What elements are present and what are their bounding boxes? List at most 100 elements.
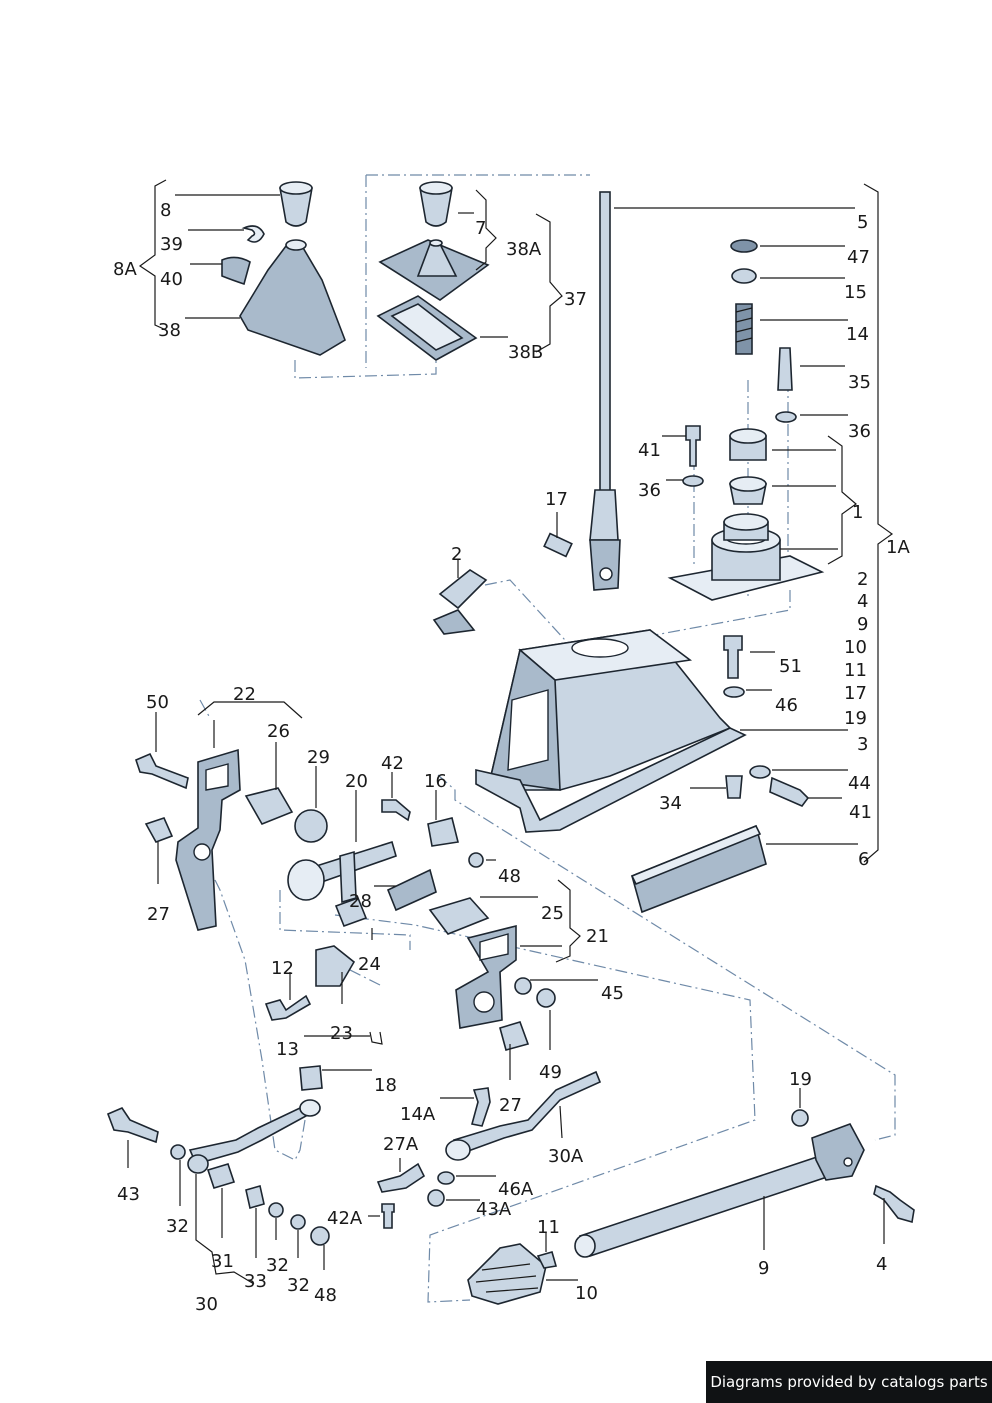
boot-38a [378,239,490,301]
label-1a: 1A [886,537,910,558]
rod-30a [445,1070,602,1161]
label-4: 4 [857,591,868,612]
label-45: 45 [601,983,624,1004]
bushing-27-left [144,817,174,843]
joint-27a [376,1162,426,1193]
label-39: 39 [160,234,183,255]
bushing-27-right [499,1021,530,1051]
gear-knob-7 [419,181,453,227]
label-40: 40 [160,269,183,290]
label-42: 42 [381,753,404,774]
label-15: 15 [844,282,867,303]
label-20: 20 [345,771,368,792]
label-9-lower: 9 [758,1258,769,1279]
washer-15 [731,268,757,284]
label-6: 6 [858,849,869,870]
frame-38b [376,295,478,361]
label-16: 16 [424,771,447,792]
label-32-a: 32 [166,1216,189,1237]
label-3: 3 [857,734,868,755]
bushing-31 [206,1163,236,1189]
bushing-17 [543,532,573,558]
ring-47 [730,239,758,253]
label-14a: 14A [400,1104,436,1125]
label-8: 8 [160,200,171,221]
bolt-41-lower [769,776,810,807]
label-43a: 43A [476,1199,512,1220]
label-13: 13 [276,1039,299,1060]
lever-22 [175,748,241,931]
label-43: 43 [117,1184,140,1205]
clip-23 [369,1031,383,1045]
bolt-12 [264,994,312,1021]
label-25: 25 [541,903,564,924]
spring-14 [735,303,753,355]
washer-44 [749,765,771,779]
washer-46 [723,686,745,698]
label-21: 21 [586,926,609,947]
bushing-26 [244,787,294,826]
label-18: 18 [374,1075,397,1096]
label-42a: 42A [327,1208,363,1229]
shaft-20 [287,840,397,904]
label-10: 10 [844,637,867,658]
bolt-4 [873,1184,915,1224]
nut-48-lower [310,1226,330,1246]
label-24: 24 [358,954,381,975]
label-32-c: 32 [287,1275,310,1296]
label-46a: 46A [498,1179,534,1200]
callout-labels: 8 39 8A 40 38 7 38A 37 38B 5 47 15 14 35… [113,200,910,1315]
bushing-24 [334,896,368,928]
housing-1 [667,513,825,601]
label-48-upper: 48 [498,866,521,887]
label-26: 26 [267,721,290,742]
label-48-lower: 48 [314,1285,337,1306]
label-51: 51 [779,656,802,677]
shift-rod-9 [574,1123,865,1258]
label-10-lower: 10 [575,1283,598,1304]
label-28: 28 [349,891,372,912]
bolt-50 [135,752,189,790]
label-14: 14 [846,324,869,345]
bearing-upper [729,428,767,461]
label-19: 19 [844,708,867,729]
label-30: 30 [195,1294,218,1315]
label-5: 5 [857,212,868,233]
label-41-upper: 41 [638,440,661,461]
bolt-42 [381,799,411,822]
label-17: 17 [844,683,867,704]
clip-40 [221,256,251,286]
rod-30 [187,1099,321,1174]
bushing-18 [299,1065,323,1091]
nut-49 [536,988,556,1008]
bearing-lower [729,476,767,505]
label-37: 37 [564,289,587,310]
label-49: 49 [539,1062,562,1083]
plate-28 [386,868,437,912]
label-35: 35 [848,372,871,393]
washer-32-a [170,1144,186,1160]
label-7: 7 [475,218,486,239]
label-36-right: 36 [848,421,871,442]
washer-32-b [268,1202,284,1218]
bolt-43 [106,1107,159,1144]
label-23: 23 [330,1023,353,1044]
clamp-16 [427,817,459,847]
label-12: 12 [271,958,294,979]
credit-banner: Diagrams provided by catalogs parts [706,1361,992,1403]
callout-leader-lines [127,179,894,1285]
label-22: 22 [233,684,256,705]
bracket-2 [432,569,488,635]
label-34: 34 [659,793,682,814]
washer-29 [294,809,328,843]
sleeve-33 [245,1184,265,1210]
label-46: 46 [775,695,798,716]
washer-36-right [775,411,797,423]
mount-6 [630,824,767,914]
nut-19-lower [791,1109,809,1127]
label-11: 11 [844,660,867,681]
label-11-lower: 11 [537,1217,560,1238]
pad-25 [428,897,490,935]
joint-12 [315,945,356,987]
